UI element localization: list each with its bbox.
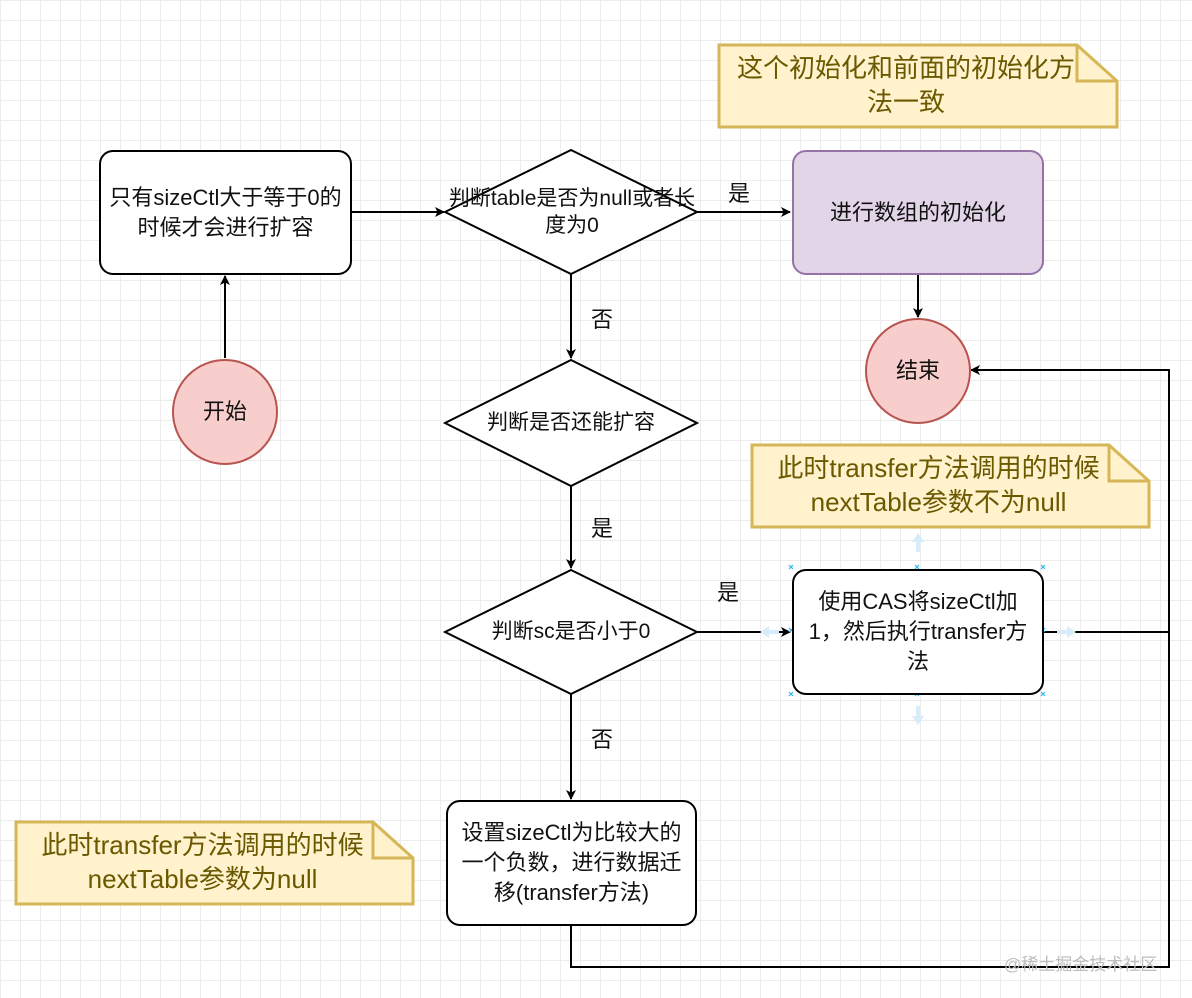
check-table-text: 判断table是否为null或者长度为0 (448, 186, 696, 237)
start-node[interactable]: 开始 (172, 359, 278, 465)
init-array-node[interactable]: 进行数组的初始化 (792, 150, 1044, 275)
edge-label-table-yes: 是 (728, 181, 751, 206)
note-shape-icon (750, 443, 1151, 529)
cas-transfer-text: 使用CAS将sizeCtl加1，然后执行transfer方法 (808, 589, 1028, 674)
init-note-text: 这个初始化和前面的初始化方法一致 (736, 53, 1075, 117)
connection-arrows (760, 533, 1076, 725)
end-node[interactable]: 结束 (865, 318, 971, 424)
end-text: 结束 (895, 358, 940, 384)
precondition-node[interactable]: 只有sizeCtl大于等于0的时候才会进行扩容 (99, 150, 352, 275)
edge-set-negative-to-end (570, 632, 1170, 968)
next-table-not-null-note[interactable]: 此时transfer方法调用的时候nextTable参数不为null (750, 443, 1151, 529)
edge-label-table-no: 否 (591, 307, 614, 332)
next-table-null-text: 此时transfer方法调用的时候nextTable参数为null (41, 830, 364, 894)
init-note[interactable]: 这个初始化和前面的初始化方法一致 (717, 43, 1119, 129)
start-text: 开始 (202, 399, 247, 425)
edge-label-expand-yes: 是 (591, 516, 614, 541)
edge-label-sc-no: 否 (591, 727, 614, 752)
precondition-text: 只有sizeCtl大于等于0的时候才会进行扩容 (109, 184, 342, 240)
next-table-not-null-text: 此时transfer方法调用的时候nextTable参数不为null (777, 453, 1100, 517)
note-shape-icon (14, 820, 415, 906)
watermark: @稀土掘金技术社区 (1004, 955, 1158, 974)
next-table-null-note[interactable]: 此时transfer方法调用的时候nextTable参数为null (14, 820, 415, 906)
check-expand-text: 判断是否还能扩容 (487, 411, 655, 435)
edge-cas-to-end (970, 365, 1170, 633)
set-negative-node[interactable]: 设置sizeCtl为比较大的一个负数，进行数据迁移(transfer方法) (446, 800, 697, 926)
edge-label-sc-yes: 是 (717, 580, 740, 605)
init-array-text: 进行数组的初始化 (829, 199, 1006, 225)
cas-transfer-node[interactable]: 使用CAS将sizeCtl加1，然后执行transfer方法 (792, 569, 1044, 695)
set-negative-text: 设置sizeCtl为比较大的一个负数，进行数据迁移(transfer方法) (461, 820, 682, 905)
note-shape-icon (717, 43, 1119, 129)
check-sc-text: 判断sc是否小于0 (491, 620, 651, 644)
